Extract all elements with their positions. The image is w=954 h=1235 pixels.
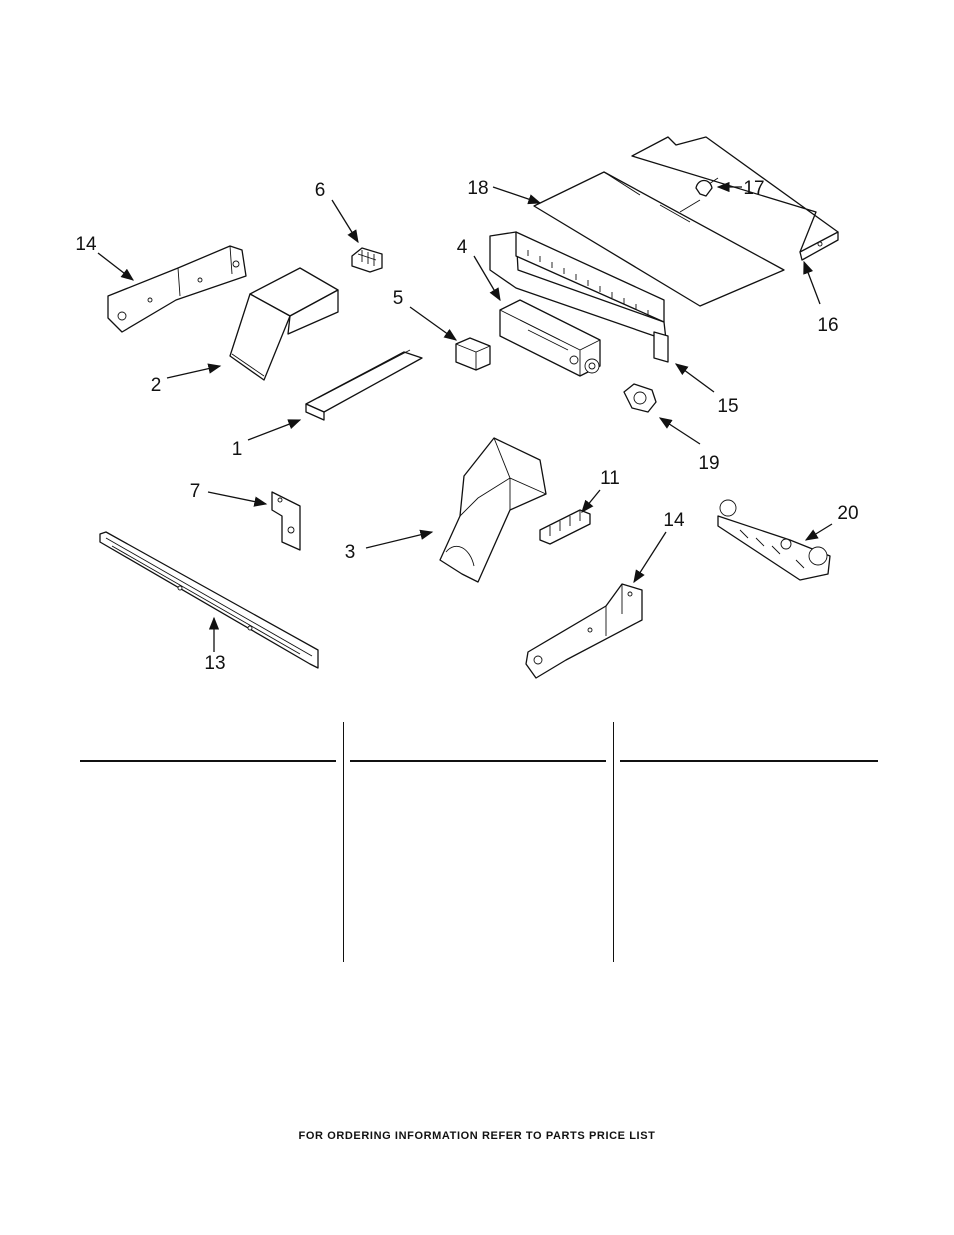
part-7-bracket [271, 491, 301, 551]
callout-16: 16 [817, 315, 838, 336]
parts-table-column-1 [80, 722, 336, 962]
callout-18: 18 [467, 178, 488, 199]
callout-20: 20 [837, 503, 858, 524]
callout-17: 17 [743, 178, 764, 199]
part-3-heat-shield [439, 437, 547, 583]
column-header-rule [80, 760, 336, 762]
callout-11: 11 [600, 468, 620, 489]
part-5-fuse-block [455, 337, 491, 371]
part-18-shield [533, 171, 785, 307]
part-20-harness-assembly [717, 499, 831, 581]
ordering-info-note: FOR ORDERING INFORMATION REFER TO PARTS … [298, 1130, 656, 1142]
callout-1: 1 [232, 439, 243, 460]
callout-19: 19 [698, 453, 719, 474]
column-divider [613, 722, 614, 962]
part-16-top-panel [631, 136, 839, 261]
exploded-parts-diagram: 6 14 18 17 4 5 2 16 15 1 19 7 11 14 20 3… [75, 136, 859, 679]
parts-list-table [80, 722, 878, 962]
part-1-channel [305, 349, 423, 421]
parts-table-column-3 [620, 722, 878, 962]
parts-table-column-2 [350, 722, 606, 962]
part-4-control-assembly [499, 299, 601, 377]
callout-14-lower: 14 [663, 510, 685, 531]
callout-labels: 6 14 18 17 4 5 2 16 15 1 19 7 11 14 20 3… [75, 178, 858, 674]
callout-5: 5 [393, 288, 404, 309]
callout-7: 7 [190, 481, 201, 502]
part-14-bracket-left [107, 245, 247, 333]
column-divider [343, 722, 344, 962]
callout-2: 2 [151, 375, 162, 396]
part-19-thermostat [623, 383, 657, 413]
column-header-rule [620, 760, 878, 762]
callout-15: 15 [717, 396, 738, 417]
callout-13: 13 [204, 653, 225, 674]
part-15-bracket-rail [489, 231, 669, 363]
part-2-duct [229, 267, 339, 381]
part-13-rail [99, 531, 319, 669]
callout-3: 3 [345, 542, 356, 563]
leader-lines [97, 181, 833, 652]
part-17-clip [695, 179, 713, 197]
callout-6: 6 [315, 180, 326, 201]
callout-14-upper: 14 [75, 234, 97, 255]
column-header-rule [350, 760, 606, 762]
part-6-relay [351, 247, 383, 273]
part-14-bracket-right [525, 583, 643, 679]
callout-4: 4 [457, 237, 468, 258]
part-11-terminal-block [539, 509, 591, 545]
